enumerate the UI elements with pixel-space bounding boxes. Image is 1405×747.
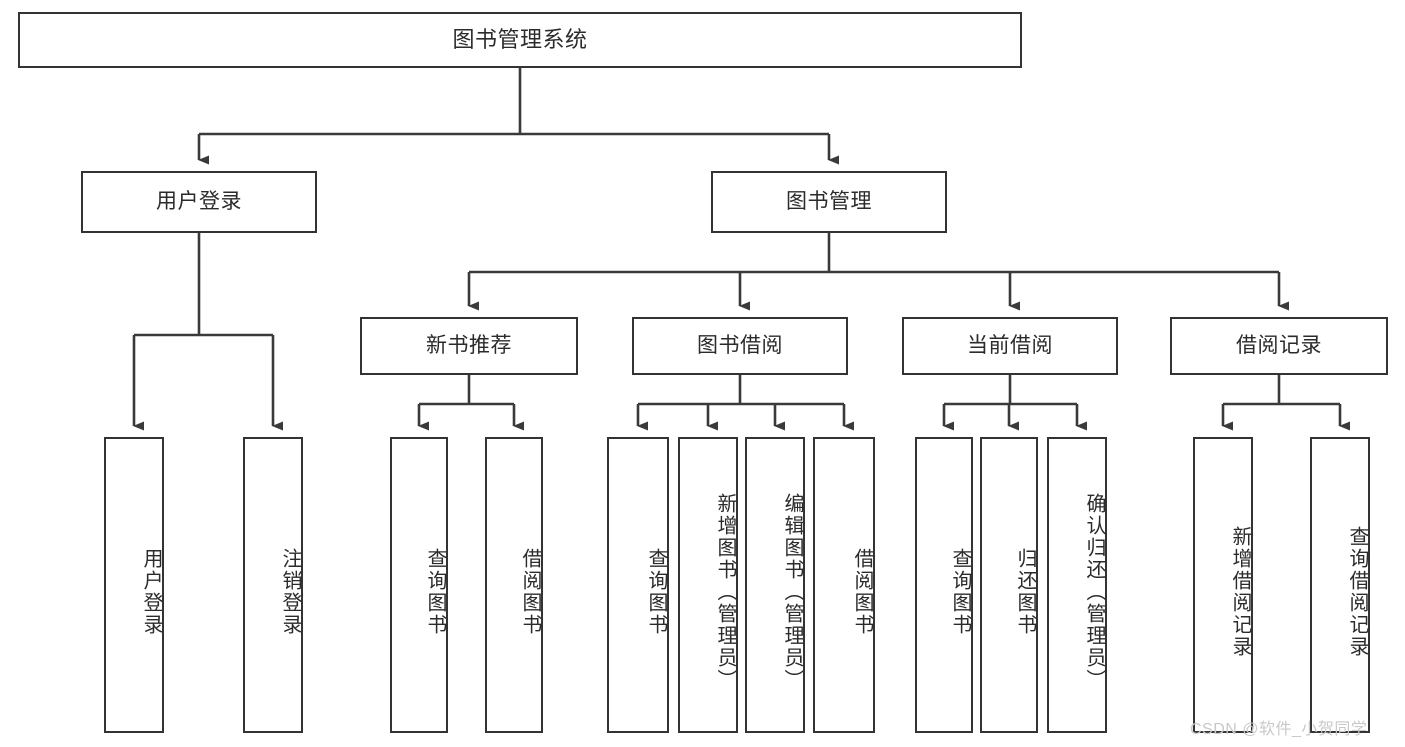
node-leaf-user-login[interactable]: 用户登录 xyxy=(104,437,164,733)
node-label: 图书管理 xyxy=(786,189,872,213)
node-label: 查询图书 xyxy=(949,548,971,636)
node-book-borrow[interactable]: 图书借阅 xyxy=(632,317,848,375)
node-user-login[interactable]: 用户登录 xyxy=(81,171,317,233)
node-label: 编辑图书（管理员） xyxy=(781,493,803,691)
node-label: 查询借阅记录 xyxy=(1346,526,1368,658)
node-label: 借阅图书 xyxy=(519,548,541,636)
node-borrow-record[interactable]: 借阅记录 xyxy=(1170,317,1388,375)
node-label: 归还图书 xyxy=(1014,548,1036,636)
node-label: 图书借阅 xyxy=(697,333,783,357)
node-label: 确认归还（管理员） xyxy=(1083,493,1105,691)
node-leaf-query-book-borrow[interactable]: 查询图书 xyxy=(607,437,669,733)
csdn-watermark: CSDN @软件_小贺同学 xyxy=(1190,721,1368,738)
node-current-borrow[interactable]: 当前借阅 xyxy=(902,317,1118,375)
node-leaf-return-book[interactable]: 归还图书 xyxy=(980,437,1038,733)
node-label: 当前借阅 xyxy=(967,333,1053,357)
node-leaf-confirm-return-admin[interactable]: 确认归还（管理员） xyxy=(1047,437,1107,733)
node-label: 用户登录 xyxy=(156,189,242,213)
node-label: 图书管理系统 xyxy=(452,27,588,53)
node-leaf-logout-login[interactable]: 注销登录 xyxy=(243,437,303,733)
node-leaf-query-book-current[interactable]: 查询图书 xyxy=(915,437,973,733)
node-label: 注销登录 xyxy=(279,548,301,636)
node-new-book-recommend[interactable]: 新书推荐 xyxy=(360,317,578,375)
node-label: 借阅记录 xyxy=(1236,333,1322,357)
node-label: 查询图书 xyxy=(424,548,446,636)
node-book-management[interactable]: 图书管理 xyxy=(711,171,947,233)
node-leaf-query-borrow-record[interactable]: 查询借阅记录 xyxy=(1310,437,1370,733)
node-root-book-management-system[interactable]: 图书管理系统 xyxy=(18,12,1022,68)
node-label: 新增借阅记录 xyxy=(1229,526,1251,658)
node-label: 用户登录 xyxy=(140,548,162,636)
node-leaf-borrow-book[interactable]: 借阅图书 xyxy=(813,437,875,733)
node-leaf-edit-book-admin[interactable]: 编辑图书（管理员） xyxy=(745,437,805,733)
node-label: 借阅图书 xyxy=(851,548,873,636)
node-label: 新书推荐 xyxy=(426,333,512,357)
node-leaf-query-book-recommend[interactable]: 查询图书 xyxy=(390,437,448,733)
node-leaf-add-borrow-record[interactable]: 新增借阅记录 xyxy=(1193,437,1253,733)
node-label: 查询图书 xyxy=(645,548,667,636)
node-label: 新增图书（管理员） xyxy=(714,493,736,691)
node-leaf-borrow-book-recommend[interactable]: 借阅图书 xyxy=(485,437,543,733)
node-leaf-add-book-admin[interactable]: 新增图书（管理员） xyxy=(678,437,738,733)
